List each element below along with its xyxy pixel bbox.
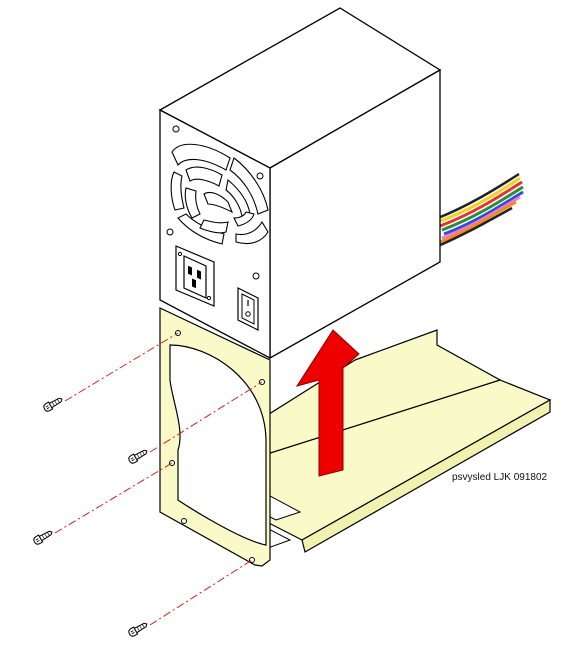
mounting-bracket — [159, 307, 552, 567]
up-arrow — [295, 329, 360, 477]
diagram-caption: psvysled LJK 091802 — [452, 472, 548, 483]
screw — [32, 528, 55, 546]
screw — [127, 620, 150, 638]
fan-grille — [170, 143, 269, 245]
cable-bundle — [437, 172, 524, 248]
rocker-switch — [237, 287, 259, 331]
screw-guide-lines — [54, 332, 263, 626]
screw — [42, 395, 65, 413]
screw — [127, 447, 150, 465]
ac-inlet — [175, 245, 215, 307]
power-supply-unit — [158, 7, 442, 360]
